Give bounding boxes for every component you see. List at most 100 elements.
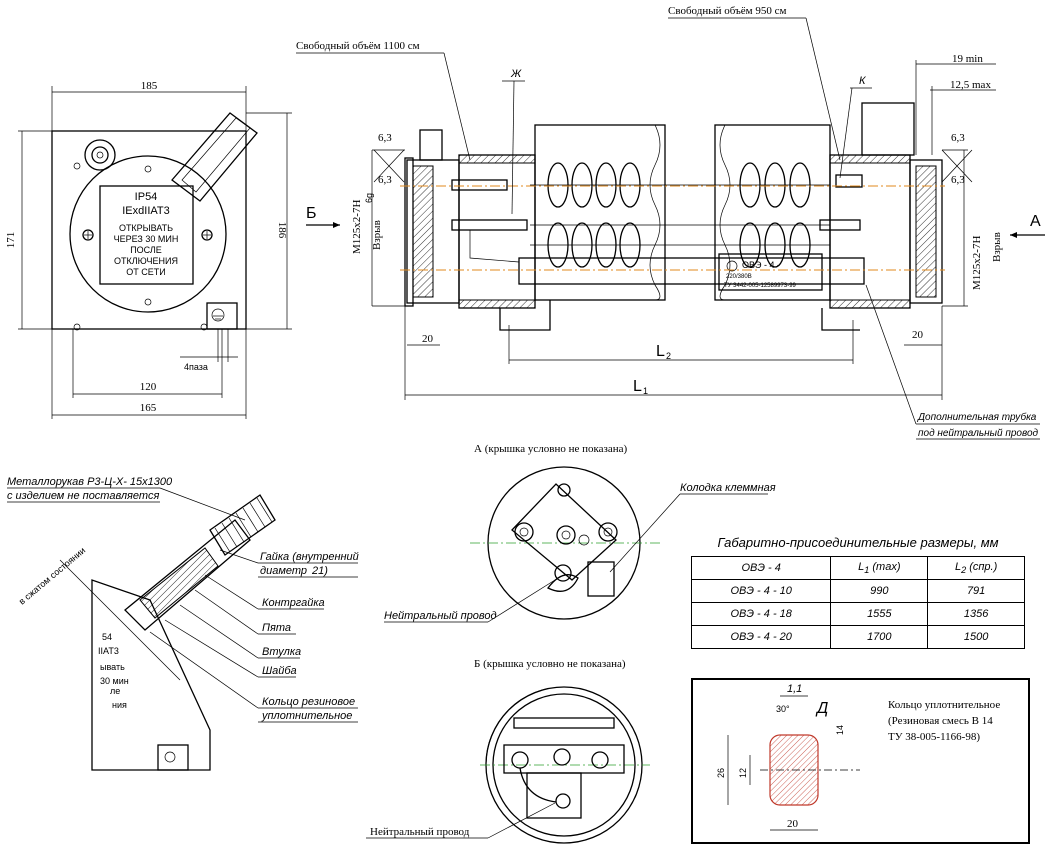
- dim-20-right: 20: [912, 329, 924, 341]
- label-k: К: [859, 75, 866, 87]
- dim-19min: 19 min: [952, 53, 983, 65]
- sleeve-label: Втулка: [262, 646, 301, 658]
- seal-angle: 30°: [776, 704, 790, 714]
- seal-label-d: Д: [815, 700, 828, 717]
- dim-185: 185: [141, 80, 158, 92]
- neutral-tube: [518, 257, 865, 285]
- dim-6-3-left-bottom: 6,3: [378, 174, 392, 186]
- table-cell: ОВЭ - 4 - 10: [690, 579, 832, 603]
- hose-label-line2: с изделием не поставляется: [7, 490, 159, 502]
- dim-186: 186: [276, 222, 288, 239]
- nameplate-line-2: ТУ 3442-005-12589973-99: [724, 283, 797, 289]
- ring-label-line1: Кольцо резиновое: [262, 696, 355, 708]
- front-view-cover-circle: [69, 155, 227, 313]
- seal-roughness: 1,1: [787, 683, 802, 695]
- plate-line-4: ПОСЛЕ: [130, 245, 162, 255]
- arrow-label-a: А: [1030, 213, 1041, 230]
- heating-spirals: [530, 162, 830, 268]
- dim-4-slots: 4паза: [184, 362, 208, 372]
- seal-dim-12: 12: [738, 768, 748, 778]
- view-a-title: А (крышка условно не показана): [474, 443, 628, 455]
- terminal-block-label: Колодка клеммная: [680, 482, 776, 494]
- thread-left: М125х2-7Н: [351, 200, 363, 254]
- detail-plate-3: 30 мин: [100, 676, 129, 686]
- table-header-l1: L1 (max): [830, 556, 929, 580]
- seal-text-line-2: ТУ 38-005-1166-98): [888, 731, 981, 743]
- table-cell: ОВЭ - 4 - 20: [690, 625, 832, 649]
- thread-left-sub: 6g: [364, 193, 374, 203]
- table-header-model: ОВЭ - 4: [690, 556, 832, 580]
- nut-label-line1: Гайка (внутренний: [260, 551, 359, 563]
- dim-L2-sub: 2: [666, 351, 671, 361]
- table-cell: 1500: [927, 625, 1025, 649]
- dimensions-table-block: Габаритно-присоединительные размеры, мм …: [690, 535, 1025, 649]
- table-header-l2: L2 (спр.): [927, 556, 1025, 580]
- dim-20-left: 20: [422, 333, 434, 345]
- explosion-right: Взрыв: [991, 232, 1003, 262]
- arrow-label-b: Б: [306, 205, 317, 222]
- detail-plate-4: ле: [110, 686, 120, 696]
- note-tube-line1: Дополнительная трубка: [917, 411, 1037, 423]
- dim-6-3-right-top: 6,3: [951, 132, 965, 144]
- table-cell: 1356: [927, 602, 1025, 626]
- table-row: ОВЭ - 4 - 10 990 791: [690, 579, 1025, 603]
- ground-icon-a: [578, 534, 590, 546]
- seal-text-line-0: Кольцо уплотнительное: [888, 699, 1001, 711]
- heater-tube-left: [534, 124, 666, 301]
- plate-line-3: ЧЕРЕЗ 30 МИН: [114, 234, 179, 244]
- seal-dim-26: 26: [716, 768, 726, 778]
- front-bolt-circle: [84, 139, 116, 171]
- seal-description: Кольцо уплотнительное (Резиновая смесь В…: [888, 697, 1000, 745]
- nut-label-diam: 21): [311, 565, 328, 577]
- note-tube-line2: под нейтральный провод: [918, 428, 1039, 439]
- terminal-block: [587, 561, 615, 597]
- table-cell: 1555: [830, 602, 929, 626]
- seal-detail-frame: [691, 678, 1030, 844]
- neutral-wire-label-a: Нейтральный провод: [384, 610, 497, 622]
- front-view-frame: [51, 130, 247, 330]
- table-row: ОВЭ - 4 - 20 1700 1500: [690, 625, 1025, 649]
- nameplate-line-0: ОВЭ - 4 -: [742, 260, 780, 270]
- neutral-wire-label-b: Нейтральный провод: [370, 826, 470, 838]
- view-b-title: Б (крышка условно не показана): [474, 658, 626, 670]
- plate-line-5: ОТКЛЮЧЕНИЯ: [114, 256, 178, 266]
- right-end-cap: [909, 159, 943, 304]
- plate-line-6: ОТ СЕТИ: [126, 267, 165, 277]
- nameplate: [718, 253, 823, 291]
- nameplate-line-1: 220/380В: [726, 274, 752, 280]
- view-b: Б (крышка условно не показана) Нейтральн…: [366, 658, 650, 844]
- dim-171: 171: [5, 232, 17, 249]
- view-a: А (крышка условно не показана) Колодка к…: [384, 443, 776, 623]
- plate-line-2: ОТКРЫВАТЬ: [119, 223, 173, 233]
- right-cable-gland: [861, 102, 915, 156]
- dim-6-3-left-top: 6,3: [378, 132, 392, 144]
- table-cell: 990: [830, 579, 929, 603]
- dim-120: 120: [140, 381, 157, 393]
- gland-label: Пята: [262, 622, 291, 634]
- ground-icon-detail: [164, 751, 176, 763]
- seal-dim-20: 20: [787, 818, 799, 830]
- dim-6-3-right-bottom: 6,3: [951, 174, 965, 186]
- free-volume-left: Свободный объём 1100 см: [296, 40, 420, 52]
- main-view: ОВЭ - 4 - 220/380В ТУ 3442-005-12589973-…: [296, 5, 1045, 440]
- seal-text-line-1: (Резиновая смесь В 14: [888, 715, 993, 727]
- ring-label-line2: уплотнительное: [261, 710, 352, 722]
- free-volume-right: Свободный объём 950 см: [668, 5, 786, 17]
- detail-plate-2: ывать: [100, 662, 125, 672]
- gland-detail: 54 IIAT3 ывать 30 мин ле ния Металлорука…: [7, 476, 359, 771]
- dim-12-5max: 12,5 max: [950, 79, 991, 91]
- terminal-left: [514, 522, 534, 542]
- ground-icon: [211, 308, 225, 322]
- dimensions-table-title: Габаритно-присоединительные размеры, мм: [717, 535, 999, 550]
- seal-dim-14: 14: [835, 725, 845, 735]
- table-cell: 1700: [830, 625, 929, 649]
- terminal-center: [556, 525, 576, 545]
- detail-plate-0: 54: [102, 632, 112, 642]
- table-cell: 791: [927, 579, 1025, 603]
- detail-plate-5: ния: [112, 700, 127, 710]
- table-header-row: ОВЭ - 4 L1 (max) L2 (спр.): [690, 556, 1025, 580]
- front-view: IP54 IExdIIAT3 ОТКРЫВАТЬ ЧЕРЕЗ 30 МИН ПО…: [5, 80, 292, 419]
- warning-plate: [99, 185, 194, 285]
- compressed-note: в сжатом состоянии: [17, 545, 87, 606]
